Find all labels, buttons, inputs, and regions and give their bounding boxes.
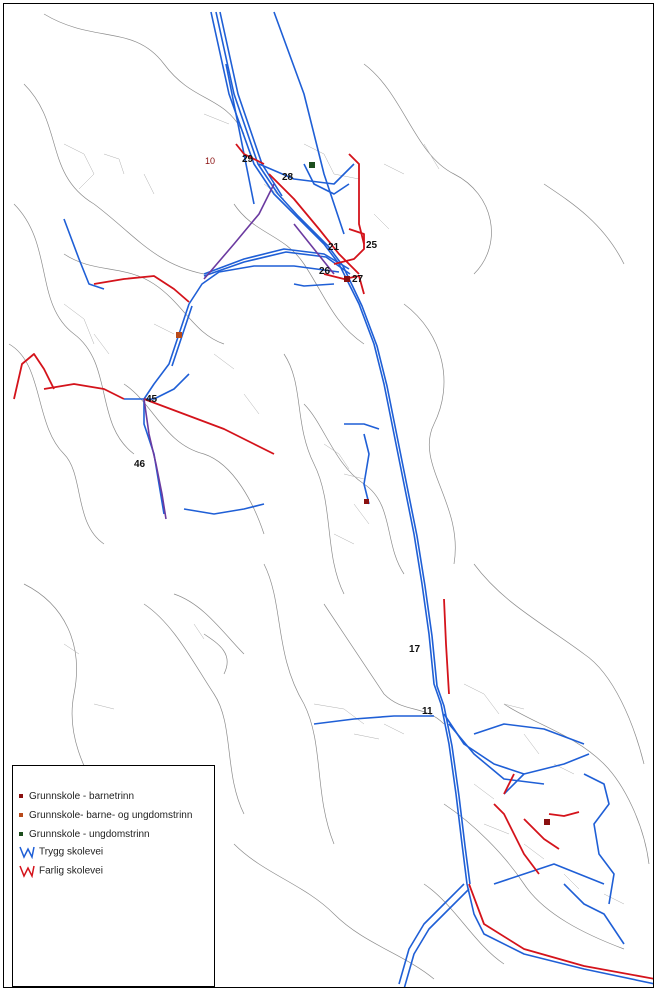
mixed-routes — [143, 183, 335, 520]
map-legend: Grunnskole - barnetrinn Grunnskole- barn… — [12, 765, 215, 987]
school-label-27: 27 — [352, 274, 364, 285]
school-barne-ungdom-marker-icon — [19, 813, 23, 818]
terrain-detail — [63, 113, 625, 905]
red-zigzag-icon — [19, 865, 35, 878]
school-label-45: 45 — [146, 394, 158, 405]
school-label-26: 26 — [319, 266, 331, 277]
dangerous-routes — [13, 143, 653, 980]
school-label-11: 11 — [422, 706, 433, 717]
school-label-25: 25 — [366, 240, 378, 251]
school-label-29: 29 — [242, 154, 254, 165]
blue-zigzag-icon — [19, 846, 35, 859]
school-label-21: 21 — [328, 242, 340, 253]
safe-routes — [63, 11, 653, 987]
school-ungdom-marker-icon — [19, 832, 23, 837]
legend-item-trygg-skolevei: Trygg skolevei — [19, 845, 103, 859]
legend-item-farlig-skolevei: Farlig skolevei — [19, 864, 103, 878]
school-label-46: 46 — [134, 459, 146, 470]
school-label-10: 10 — [205, 156, 216, 166]
legend-item-barnetrinn: Grunnskole - barnetrinn — [19, 791, 134, 802]
legend-item-ungdom: Grunnskole - ungdomstrinn — [19, 829, 150, 840]
legend-item-barne-ungdom: Grunnskole- barne- og ungdomstrinn — [19, 810, 192, 821]
map-canvas — [8, 11, 653, 987]
school-markers — [176, 162, 550, 825]
school-label-28: 28 — [282, 172, 294, 183]
school-label-17: 17 — [409, 644, 421, 655]
school-route-map: 29 10 28 21 26 25 27 45 46 17 11 Grunnsk… — [3, 3, 654, 988]
school-barnetrinn-marker-icon — [19, 794, 23, 799]
